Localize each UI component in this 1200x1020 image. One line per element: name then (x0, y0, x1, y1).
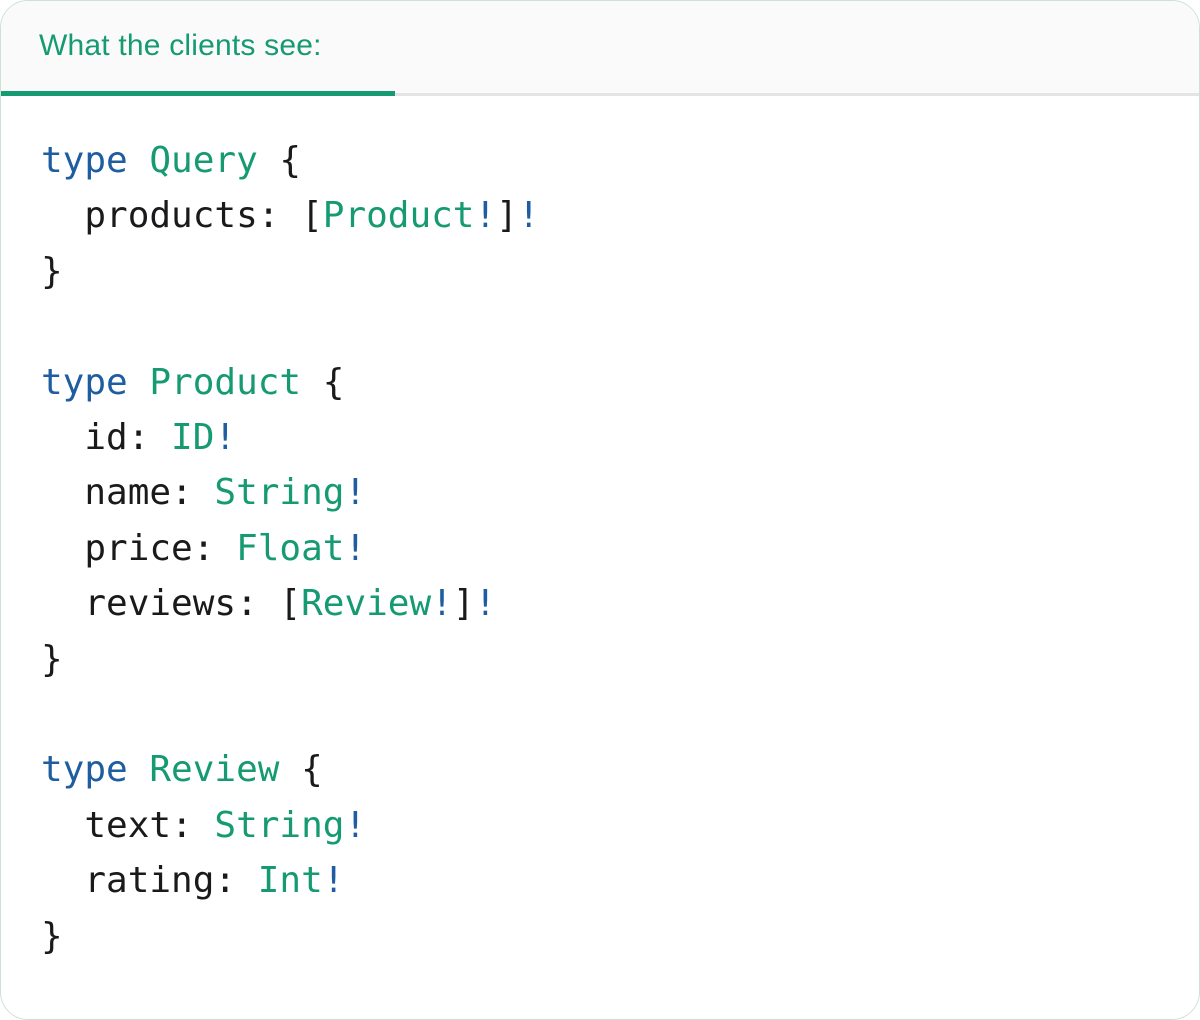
code-token-keyword: ! (344, 527, 367, 569)
code-token-plain: { (257, 140, 302, 181)
code-token-keyword: ! (474, 583, 497, 625)
card-header: What the clients see: (1, 1, 1199, 96)
code-token-plain: reviews: [ (41, 583, 302, 625)
code-token-keyword: ! (344, 472, 367, 514)
tab-clients-view[interactable]: What the clients see: (1, 1, 395, 96)
code-token-plain: } (41, 915, 63, 957)
code-token-keyword: ! (344, 804, 367, 846)
code-line: } (41, 909, 1159, 964)
code-line: rating: Int! (41, 853, 1159, 908)
code-line (41, 299, 1159, 354)
code-token-plain: price: (41, 527, 237, 569)
code-token-plain: ] (496, 195, 518, 237)
code-token-plain: ] (452, 583, 475, 625)
code-token-plain: } (41, 250, 63, 292)
code-line: type Query { (41, 133, 1159, 188)
code-token-type: String (214, 804, 345, 846)
code-token-keyword: ! (517, 195, 540, 237)
code-token-plain: } (41, 638, 63, 680)
code-line: } (41, 632, 1159, 687)
code-token-keyword: type (41, 749, 150, 791)
code-line: reviews: [Review!]! (41, 576, 1159, 631)
code-token-keyword: ! (474, 195, 497, 237)
code-line (41, 687, 1159, 742)
code-token-keyword: ! (431, 583, 453, 625)
code-token-plain: rating: (41, 860, 258, 902)
code-token-plain: text: (41, 804, 215, 846)
code-token-keyword: type (41, 361, 150, 403)
tab-label: What the clients see: (39, 29, 322, 62)
code-line: text: String! (41, 798, 1159, 853)
code-token-plain: name: (41, 472, 215, 514)
code-line: type Product { (41, 355, 1159, 410)
code-token-type: Product (322, 195, 475, 237)
code-line: } (41, 244, 1159, 299)
code-token-type: Int (257, 860, 323, 902)
code-line: name: String! (41, 465, 1159, 520)
code-token-plain: products: [ (41, 195, 323, 237)
code-line: price: Float! (41, 521, 1159, 576)
code-token-type: Review (149, 749, 280, 791)
code-line: products: [Product!]! (41, 188, 1159, 243)
code-token-type: ID (171, 417, 215, 459)
code-token-plain: id: (41, 417, 172, 459)
code-token-type: Query (149, 140, 258, 181)
code-token-keyword: type (41, 140, 150, 181)
code-block: type Query { products: [Product!]!} type… (1, 96, 1199, 1019)
code-line: type Review { (41, 742, 1159, 797)
code-token-keyword: ! (214, 417, 237, 459)
code-token-keyword: ! (322, 860, 345, 902)
code-token-type: Float (236, 527, 345, 569)
code-token-plain: { (279, 749, 323, 791)
code-token-plain: { (301, 361, 345, 403)
code-line: id: ID! (41, 410, 1159, 465)
code-token-type: Review (301, 583, 432, 625)
code-token-type: Product (149, 361, 302, 403)
code-token-type: String (214, 472, 345, 514)
